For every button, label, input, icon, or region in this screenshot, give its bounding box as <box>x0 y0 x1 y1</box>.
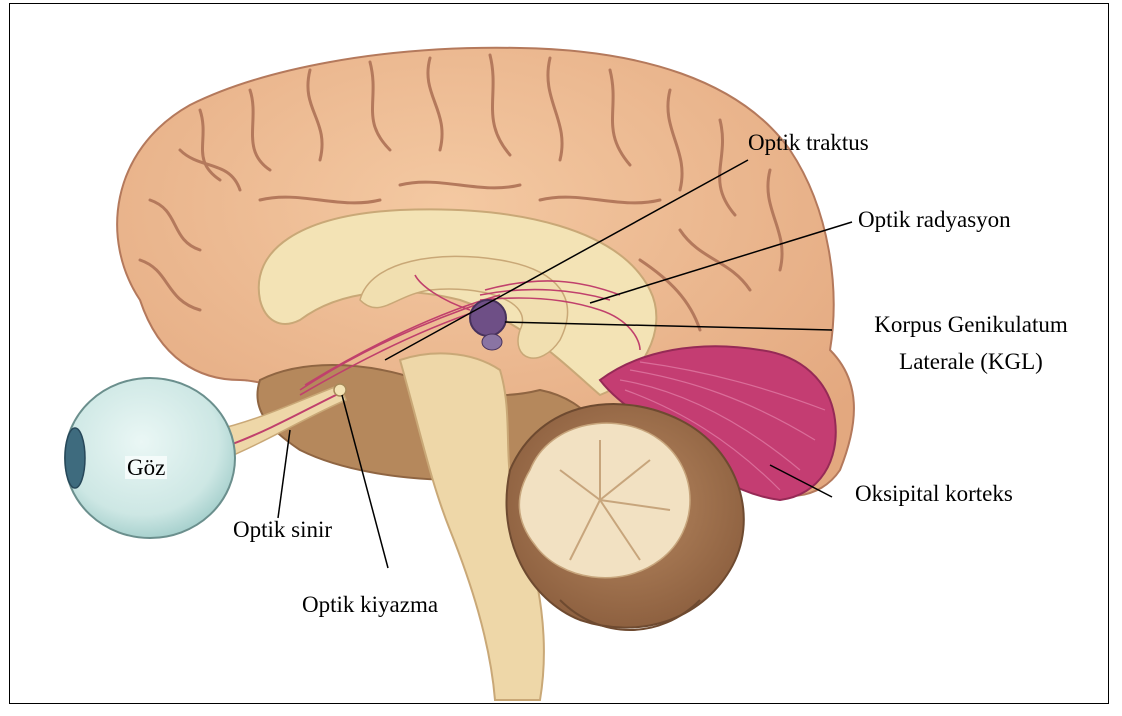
lateral-geniculate-nucleus <box>470 300 506 336</box>
leader-optik-sinir <box>278 430 290 518</box>
label-kgl-line1: Korpus Genikulatum <box>836 313 1106 336</box>
lgn-lower <box>482 334 502 350</box>
label-oksipital-korteks: Oksipital korteks <box>855 482 1013 505</box>
label-optik-sinir: Optik sinir <box>233 518 332 541</box>
label-optik-traktus: Optik traktus <box>748 131 869 154</box>
iris <box>65 428 85 488</box>
label-goz: Göz <box>125 456 167 479</box>
label-optik-radyasyon: Optik radyasyon <box>858 208 1011 231</box>
label-kgl-line2: Laterale (KGL) <box>836 350 1106 373</box>
label-optik-kiyazma: Optik kiyazma <box>302 593 438 616</box>
optic-chiasm <box>334 384 346 396</box>
